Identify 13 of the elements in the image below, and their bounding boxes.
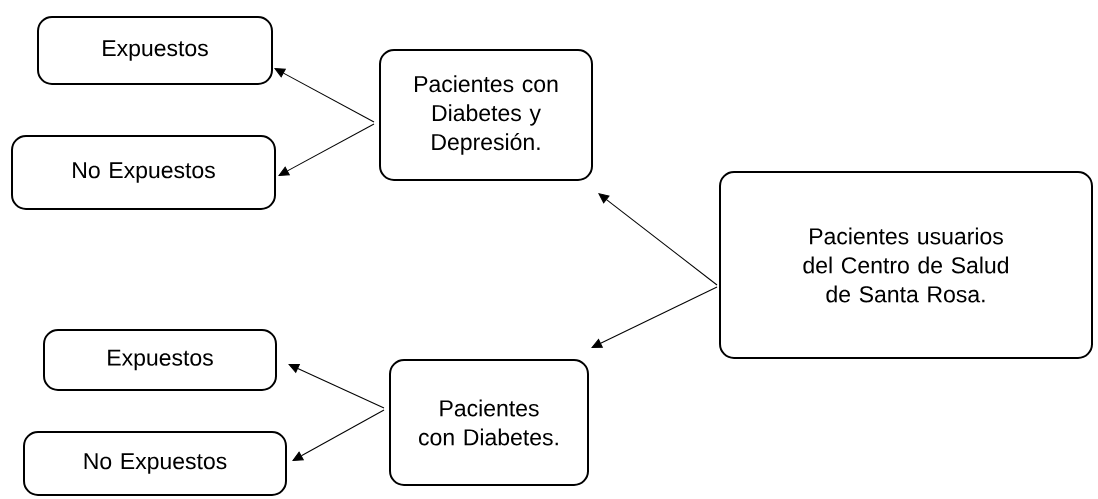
process-box: Pacientes con Diabetes. [389, 359, 589, 486]
arrow [292, 409, 385, 461]
arrow [288, 363, 385, 409]
process-box: Pacientes usuarios del Centro de Salud de Santa Rosa. [719, 171, 1093, 359]
arrow [591, 286, 718, 348]
arrow [278, 123, 375, 176]
process-box: Expuestos [37, 16, 273, 85]
arrow [274, 68, 375, 123]
arrow [598, 193, 718, 286]
process-box: Pacientes con Diabetes y Depresión. [379, 49, 593, 181]
process-box: Expuestos [43, 329, 277, 391]
process-box: No Expuestos [23, 431, 287, 496]
process-box: No Expuestos [11, 135, 276, 210]
